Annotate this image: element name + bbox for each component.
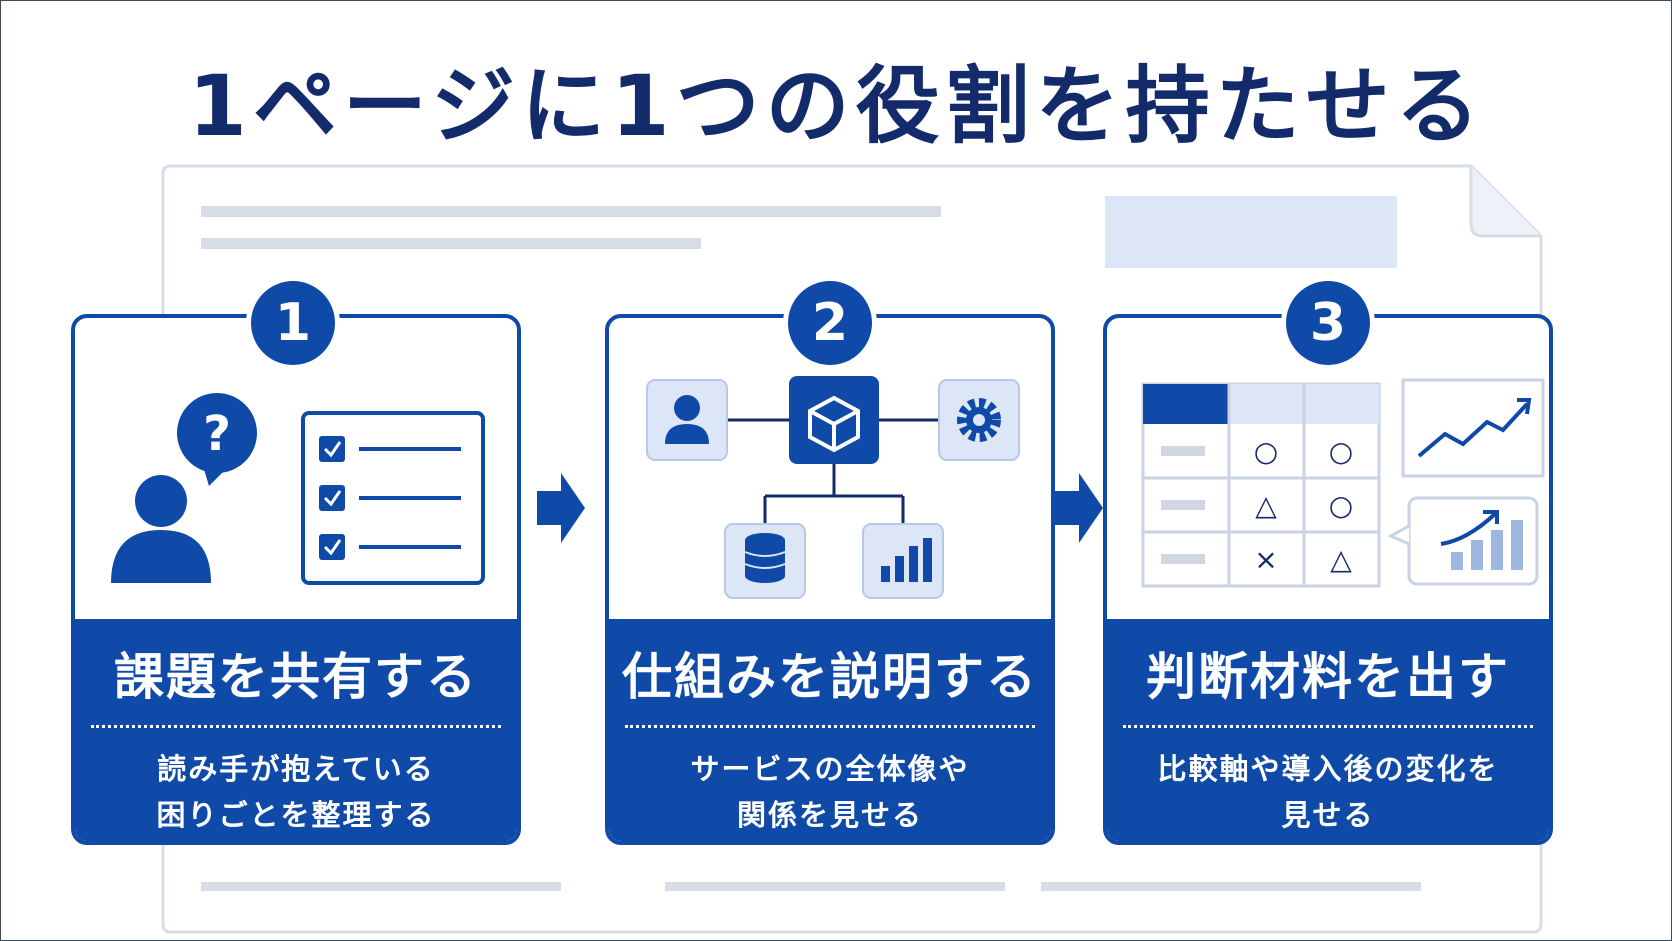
desc-line-1: 比較軸や導入後の変化を (1157, 752, 1499, 786)
step-description: 読み手が抱えている 困りごとを整理する (75, 746, 517, 838)
divider (625, 725, 1035, 728)
step-2-band: 仕組みを説明する サービスの全体像や 関係を見せる (609, 619, 1051, 841)
checklist-icon (301, 411, 485, 585)
comparison-table-icon: ○ ○ △ ○ × △ (1141, 382, 1381, 588)
bar-chart-icon (862, 523, 944, 599)
svg-text:?: ? (203, 406, 231, 462)
step-description: 比較軸や導入後の変化を 見せる (1107, 746, 1549, 838)
table-mark: ○ (1254, 435, 1278, 468)
desc-line-2: 関係を見せる (736, 798, 923, 832)
table-mark: △ (1255, 489, 1277, 522)
desc-line-1: サービスの全体像や (690, 752, 970, 786)
step-card-3: ○ ○ △ ○ × △ (1103, 314, 1553, 845)
arrow-right-icon (537, 473, 585, 543)
step-2-illustration (609, 318, 1051, 623)
question-bubble-icon: ? (177, 393, 257, 486)
cube-icon (789, 376, 879, 464)
step-card-1: ? 課題を共有する 読み手が抱えている 困りごとを整理する (71, 314, 521, 845)
database-icon (724, 523, 806, 599)
desc-line-2: 見せる (1281, 798, 1375, 832)
step-heading: 仕組みを説明する (622, 648, 1038, 706)
desc-line-1: 読み手が抱えている (157, 752, 435, 786)
desc-line-2: 困りごとを整理する (156, 798, 436, 832)
table-mark: ○ (1329, 435, 1353, 468)
divider (91, 725, 501, 728)
step-number-badge: 3 (1281, 276, 1375, 370)
step-number-badge: 1 (246, 276, 340, 370)
user-icon (646, 379, 728, 461)
person-icon (111, 475, 211, 583)
gear-icon (938, 379, 1020, 461)
growth-chart-icon (1387, 496, 1539, 586)
step-card-2: 仕組みを説明する サービスの全体像や 関係を見せる (605, 314, 1055, 845)
step-3-illustration: ○ ○ △ ○ × △ (1107, 318, 1549, 623)
table-mark: × (1254, 543, 1277, 576)
step-1-band: 課題を共有する 読み手が抱えている 困りごとを整理する (75, 619, 517, 841)
trend-line-icon (1401, 378, 1545, 478)
divider (1123, 725, 1533, 728)
page-title: 1ページに1つの役割を持たせる (188, 57, 1486, 155)
table-mark: △ (1330, 543, 1352, 576)
step-number-badge: 2 (783, 276, 877, 370)
arrow-right-icon (1055, 473, 1103, 543)
step-3-band: 判断材料を出す 比較軸や導入後の変化を 見せる (1107, 619, 1549, 841)
step-description: サービスの全体像や 関係を見せる (609, 746, 1051, 838)
table-mark: ○ (1329, 489, 1353, 522)
step-heading: 課題を共有する (114, 648, 478, 706)
step-heading: 判断材料を出す (1146, 648, 1510, 706)
step-1-illustration: ? (75, 318, 517, 623)
